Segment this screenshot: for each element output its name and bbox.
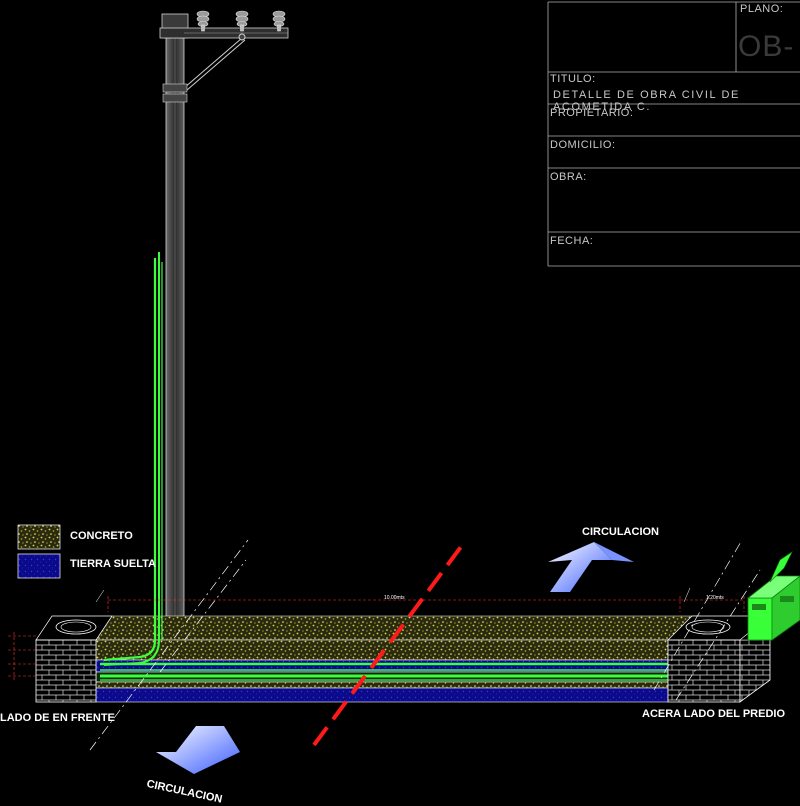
domicilio-label: DOMICILIO: [550, 139, 616, 151]
insulator-icon [196, 10, 210, 32]
fecha-label: FECHA: [550, 235, 594, 247]
circulation-arrow-icon [156, 726, 240, 774]
propietario-label: PROPIETARIO: [550, 107, 634, 119]
sidewalk-boundary-property [653, 539, 761, 701]
sidewalk-boundary-front [89, 539, 249, 751]
circulation-top-label: CIRCULACION [582, 526, 659, 538]
title-block-frame [547, 1, 800, 267]
section-cut-line [312, 538, 468, 747]
obra-label: OBRA: [550, 171, 587, 183]
circulation-arrow-icon [548, 542, 634, 592]
titulo-value: DETALLE DE OBRA CIVIL DE ACOMETIDA C. [553, 89, 740, 113]
dimension-line-main [107, 596, 745, 612]
utility-pole [159, 13, 289, 621]
dimension-side-label: 1.20mts [706, 595, 724, 601]
legend-soil-swatch [17, 553, 61, 579]
insulator-icon [272, 10, 286, 32]
legend-soil-label: TIERRA SUELTA [70, 558, 156, 570]
dimension-line-depth [8, 632, 36, 680]
insulator-icon [235, 10, 249, 32]
sidewalk-front-label: LADO DE EN FRENTE [0, 712, 115, 724]
dimension-main-label: 10.00mts [384, 595, 405, 601]
plano-code: OB- [738, 30, 795, 63]
trench-cross-section [95, 639, 669, 703]
dimension-leader [95, 587, 691, 603]
meter-cabinet [746, 551, 800, 641]
plano-label: PLANO: [740, 3, 784, 15]
crossarm-brace [183, 33, 246, 91]
trench-top-surface [95, 615, 701, 641]
left-registry-box [35, 615, 113, 703]
conduit-riser [103, 252, 163, 666]
titulo-label: TITULO: [550, 73, 596, 85]
conduit-pipes [100, 662, 668, 681]
crossarm [159, 27, 289, 39]
legend-concrete-label: CONCRETO [70, 530, 133, 542]
legend-concrete-swatch [17, 524, 61, 550]
sidewalk-property-label: ACERA LADO DEL PREDIO [642, 708, 786, 720]
